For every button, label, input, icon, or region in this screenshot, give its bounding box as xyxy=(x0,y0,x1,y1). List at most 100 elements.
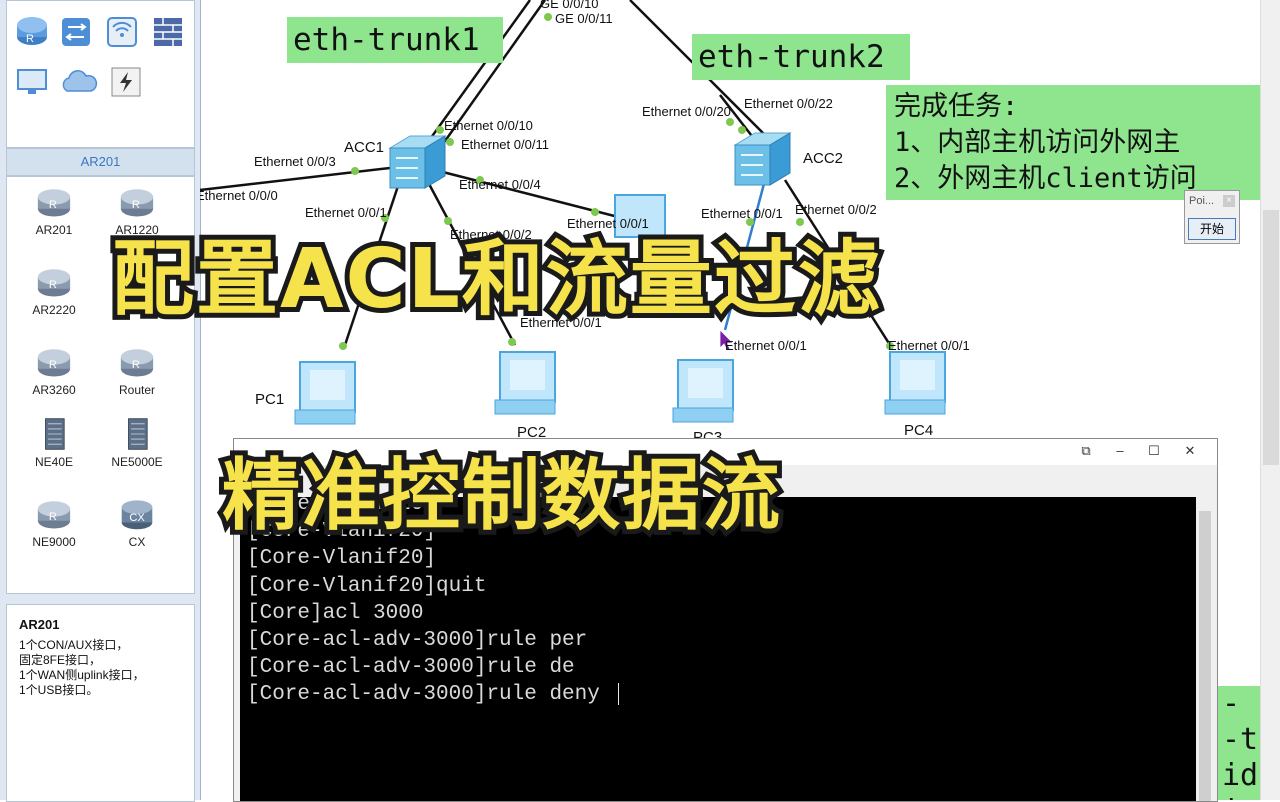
device-name: AR1220 xyxy=(115,223,159,237)
partial-note-line: - t xyxy=(1222,686,1260,721)
cli-terminal[interactable]: [Core-Vlanif20][Core-Vlanif20][Core-Vlan… xyxy=(240,497,1196,801)
firewall-icon[interactable] xyxy=(151,15,185,49)
link-dot xyxy=(796,218,804,226)
port-label: Ethernet 0/0/22 xyxy=(744,96,833,111)
switch-icon[interactable] xyxy=(59,15,93,49)
cloud-icon[interactable] xyxy=(59,65,99,99)
svg-text:R: R xyxy=(49,359,57,371)
port-label: Ethernet 0/0/4 xyxy=(459,177,541,192)
acc2-e1-link xyxy=(723,179,767,331)
terminal-line: [Core-acl-adv-3000]rule de xyxy=(247,656,575,680)
device-name: AR2240 xyxy=(115,303,159,317)
info-description: 1个CON/AUX接口， 固定8FE接口， 1个WAN侧uplink接口， 1个… xyxy=(19,638,145,697)
svg-text:R: R xyxy=(132,359,140,371)
start-button[interactable]: 开始 xyxy=(1188,218,1236,240)
mid-pc-icon[interactable] xyxy=(614,194,666,238)
link-dot xyxy=(446,138,454,146)
link-dot xyxy=(544,13,552,21)
port-label: Ethernet 0/0/11 xyxy=(461,137,549,152)
partial-note-line: -t xyxy=(1222,722,1259,757)
minimize-icon[interactable]: – xyxy=(1116,443,1124,458)
partial-note-line: id xyxy=(1222,758,1259,793)
port-label: Ethernet 0/0/1 xyxy=(725,338,807,353)
port-label: Ethernet 0/0/1 xyxy=(305,205,387,220)
node-label-acc2: ACC2 xyxy=(803,150,843,167)
terminal-scrollbar[interactable] xyxy=(1196,497,1214,801)
device-item[interactable]: R AR1220 xyxy=(102,185,172,237)
close-icon[interactable]: × xyxy=(1223,195,1235,207)
category-title: AR201 xyxy=(6,148,195,176)
device-item[interactable]: R AR2240 xyxy=(102,265,172,317)
acc2-e2-link xyxy=(783,179,892,346)
node-label-pc4: PC4 xyxy=(904,422,933,439)
svg-text:CX: CX xyxy=(129,512,145,524)
wireless-icon[interactable] xyxy=(105,15,139,49)
svg-text:R: R xyxy=(132,279,140,291)
terminal-output: [Core-Vlanif20][Core-Vlanif20][Core-Vlan… xyxy=(247,497,620,709)
scrollbar-thumb[interactable] xyxy=(1199,511,1211,801)
link-dot xyxy=(726,118,734,126)
scrollbar-thumb[interactable] xyxy=(1263,210,1279,465)
port-label: Ethernet 0/0/1 xyxy=(701,206,783,221)
task-note[interactable]: 完成任务: 1、内部主机访问外网主 2、外网主机client访问 xyxy=(886,85,1260,200)
acc1-switch-icon[interactable] xyxy=(388,135,447,189)
cli-window[interactable]: ⧉ – ☐ ✕ [Core-Vlanif20][Core-Vlanif20][C… xyxy=(233,438,1218,802)
chassis-icon xyxy=(128,418,148,450)
device-info-box: AR201 1个CON/AUX接口， 固定8FE接口， 1个WAN侧uplink… xyxy=(6,604,195,802)
terminal-line: [Core-acl-adv-3000]rule per xyxy=(247,629,588,653)
link-dot xyxy=(738,126,746,134)
pc2-icon[interactable] xyxy=(494,351,556,415)
link-dot xyxy=(508,338,516,346)
terminal-line: [Core-Vlanif20]quit xyxy=(247,574,487,598)
cli-titlebar[interactable]: ⧉ – ☐ ✕ xyxy=(234,439,1217,465)
partial-note[interactable]: - t -t id i xyxy=(1218,686,1260,800)
acc2-switch-icon[interactable] xyxy=(733,132,792,186)
acc1-e3-link xyxy=(200,166,391,192)
power-icon[interactable] xyxy=(111,67,141,97)
close-icon[interactable]: ✕ xyxy=(1184,443,1196,458)
pc1-icon[interactable] xyxy=(294,361,356,425)
device-name: AR3260 xyxy=(32,383,76,397)
device-item[interactable]: NE5000E xyxy=(102,417,172,469)
node-label-pc2: PC2 xyxy=(517,424,546,441)
link-dot xyxy=(339,342,347,350)
pc3-icon[interactable] xyxy=(672,359,734,423)
topology-canvas[interactable]: ACC1 ACC2 PC1 PC2 PC3 PC4 GE 0/0/10 GE 0… xyxy=(200,0,1260,800)
trunk1-label[interactable]: eth-trunk1 xyxy=(287,17,503,63)
router-icon[interactable]: R xyxy=(15,15,49,49)
device-item[interactable]: R AR3260 xyxy=(19,345,89,397)
maximize-icon[interactable]: ☐ xyxy=(1148,443,1160,458)
overlay-title: 配置ACL和流量过滤 xyxy=(107,227,885,332)
router-icon: R xyxy=(37,501,71,529)
terminal-line: [Core]acl 3000 xyxy=(247,601,424,625)
canvas-scrollbar[interactable] xyxy=(1260,0,1280,800)
capture-dialog: Poi... × 开始 xyxy=(1184,190,1240,244)
port-label: Ethernet 0/0/3 xyxy=(254,154,336,169)
port-label: Ethernet 0/0/0 xyxy=(200,188,278,203)
device-item[interactable]: NE40E xyxy=(19,417,89,469)
trunk2-label[interactable]: eth-trunk2 xyxy=(692,34,910,80)
task-title: 完成任务: xyxy=(894,91,1019,122)
terminal-line: [Core-acl-adv-3000]rule deny xyxy=(247,681,620,708)
task-line-2: 2、外网主机client访问 xyxy=(894,163,1197,194)
router-icon: R xyxy=(37,269,71,297)
router-icon: R xyxy=(120,269,154,297)
link-dot xyxy=(436,126,444,134)
link-dot xyxy=(886,342,894,350)
node-label-pc1: PC1 xyxy=(255,391,284,408)
pc-icon[interactable] xyxy=(15,65,49,99)
svg-text:R: R xyxy=(132,199,140,211)
info-title: AR201 xyxy=(19,617,60,632)
trunk1-link-a xyxy=(413,0,532,161)
port-label: Ethernet 0/0/2 xyxy=(450,227,532,242)
link-dot xyxy=(381,214,389,222)
restore-icon[interactable]: ⧉ xyxy=(1081,443,1091,458)
pc4-icon[interactable] xyxy=(884,351,946,415)
overlay-subtitle: 精准控制数据流 xyxy=(217,446,785,546)
